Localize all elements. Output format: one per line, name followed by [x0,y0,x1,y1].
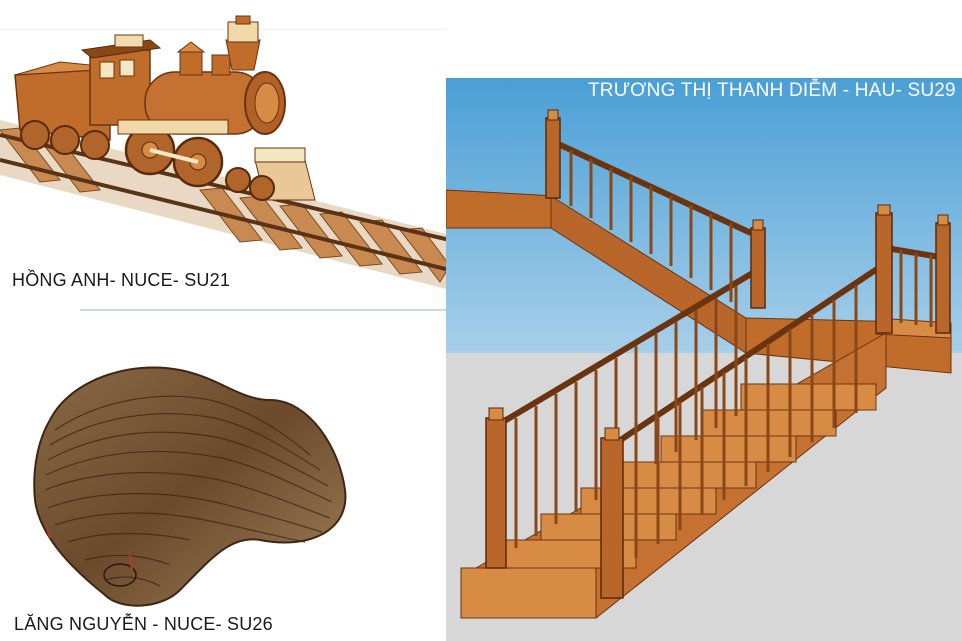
staircase-caption: TRƯƠNG THỊ THANH DIỄM - HAU- SU29 [588,80,956,101]
bench-model-image [10,360,370,620]
train-caption: HỒNG ANH- NUCE- SU21 [12,270,231,290]
train-model-image [0,0,450,300]
bench-caption: LĂNG NGUYỄN - NUCE- SU26 [14,614,273,634]
train-tender [14,61,111,160]
section-divider [80,309,446,311]
top-divider-line [0,29,446,30]
parametric-bench [33,366,347,607]
staircase-model-image [446,78,962,641]
staircase [446,109,952,619]
train-locomotive [80,15,316,201]
railway-track [0,120,450,290]
